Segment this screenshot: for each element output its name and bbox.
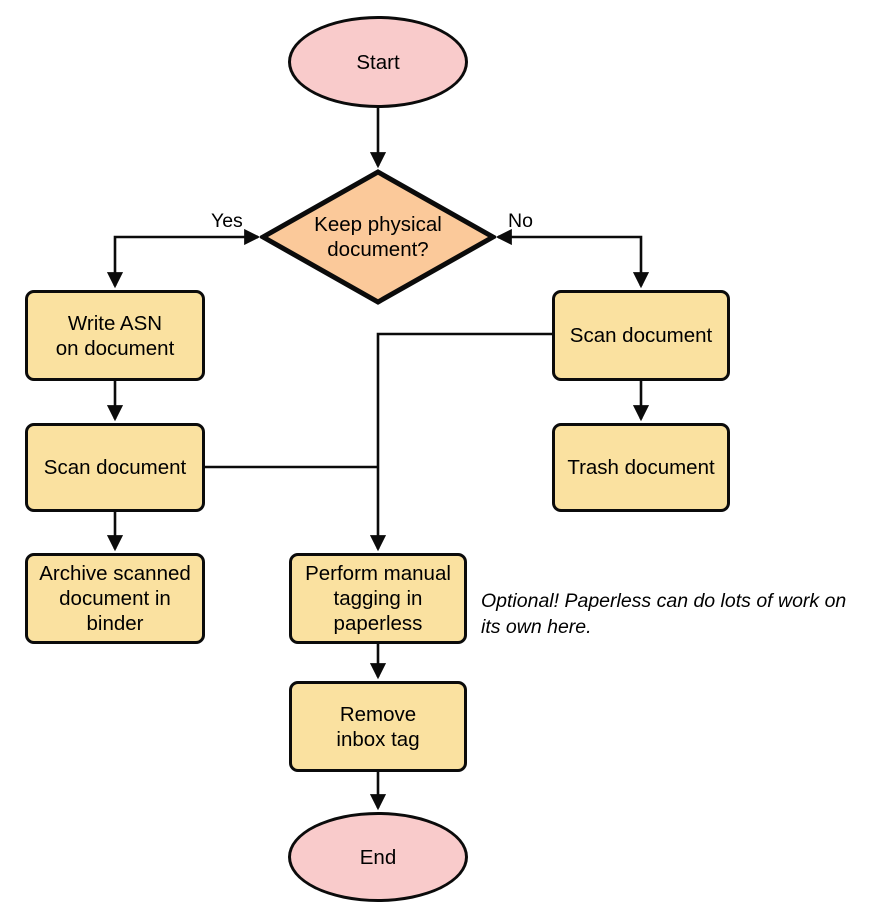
node-perform-manual-tagging[interactable]: Perform manual tagging in paperless (289, 553, 467, 644)
node-scan-document-right[interactable]: Scan document (552, 290, 730, 381)
edge-label-yes: Yes (211, 210, 243, 232)
node-end[interactable]: End (288, 812, 468, 902)
node-write-asn-label: Write ASN on document (55, 311, 175, 360)
node-scan-document-right-label: Scan document (569, 324, 713, 347)
node-trash-document[interactable]: Trash document (552, 423, 730, 512)
node-write-asn-on-document[interactable]: Write ASN on document (25, 290, 205, 381)
node-trash-document-label: Trash document (567, 456, 715, 479)
node-remove-inbox-tag-label: Remove inbox tag (336, 702, 420, 751)
node-decision-label: Keep physical document? (314, 213, 442, 261)
node-decision-keep-physical-document[interactable]: Keep physical document? (260, 169, 496, 305)
node-remove-inbox-tag[interactable]: Remove inbox tag (289, 681, 467, 772)
node-archive-label: Archive scanned document in binder (39, 562, 191, 635)
node-scan-document-left-label: Scan document (43, 456, 187, 479)
edge-decision-no-to-scanright (498, 235, 650, 289)
annotation-optional-note: Optional! Paperless can do lots of work … (481, 590, 847, 639)
node-start[interactable]: Start (288, 16, 468, 108)
edge-label-no: No (508, 210, 533, 232)
edge-decision-yes-to-writeasn (106, 235, 258, 289)
edge-scanright-to-tagging (369, 332, 552, 552)
node-perform-manual-tagging-label: Perform manual tagging in paperless (305, 562, 451, 635)
node-end-label: End (359, 845, 397, 869)
node-scan-document-left[interactable]: Scan document (25, 423, 205, 512)
node-start-label: Start (356, 50, 400, 74)
node-archive-scanned-document[interactable]: Archive scanned document in binder (25, 553, 205, 644)
diamond-shape (260, 169, 496, 305)
